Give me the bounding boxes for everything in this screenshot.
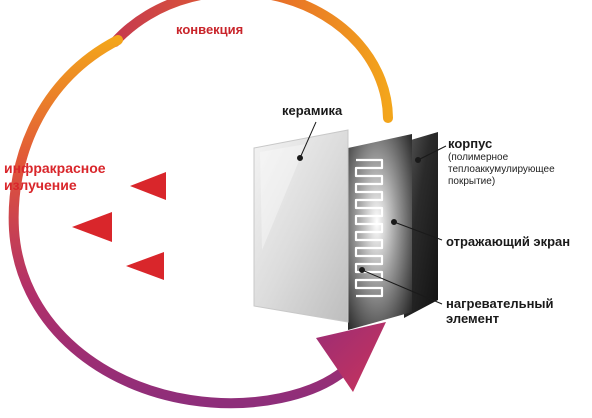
leader-screen: [393, 221, 443, 241]
ceramic-panel: [253, 129, 349, 323]
convection-arc: [8, 0, 393, 409]
leader-dot-screen: [391, 219, 397, 225]
body-description-line2: теплоаккумулирующее: [448, 164, 555, 175]
body-panel: [404, 132, 438, 318]
reflective-screen-label: отражающий экран: [446, 234, 571, 249]
leader-ceramic: [299, 121, 317, 159]
convection-label: конвекция: [176, 22, 244, 37]
leader-heater: [361, 269, 443, 305]
body-label: корпус: [448, 136, 493, 151]
heating-element-label: нагревательный элемент: [446, 296, 554, 326]
infrared-arrow-middle: [72, 212, 292, 242]
infrared-label-line2: излучение: [4, 177, 77, 193]
infrared-arrow-bottom: [126, 252, 292, 280]
infrared-label: инфракрасное излучение: [4, 160, 106, 194]
convection-arrowhead: [316, 322, 386, 392]
leader-dot-body: [415, 157, 421, 163]
leader-dot-ceramic: [297, 155, 303, 161]
leader-body: [417, 145, 447, 161]
infrared-label-line1: инфракрасное: [4, 160, 106, 176]
body-description-line1: (полимерное: [448, 152, 509, 163]
leader-lines: [297, 121, 447, 305]
heating-element-coil: [354, 158, 384, 298]
leader-dot-heater: [359, 267, 365, 273]
infrared-arrow-top: [130, 172, 292, 200]
heating-element-label-line2: элемент: [446, 311, 500, 326]
heating-element-label-line1: нагревательный: [446, 296, 554, 311]
body-description-line3: покрытие): [448, 176, 496, 187]
ceramic-glare: [260, 144, 306, 250]
body-description: (полимерное теплоаккумулирующее покрытие…: [448, 152, 555, 188]
ceramic-label: керамика: [282, 103, 343, 118]
